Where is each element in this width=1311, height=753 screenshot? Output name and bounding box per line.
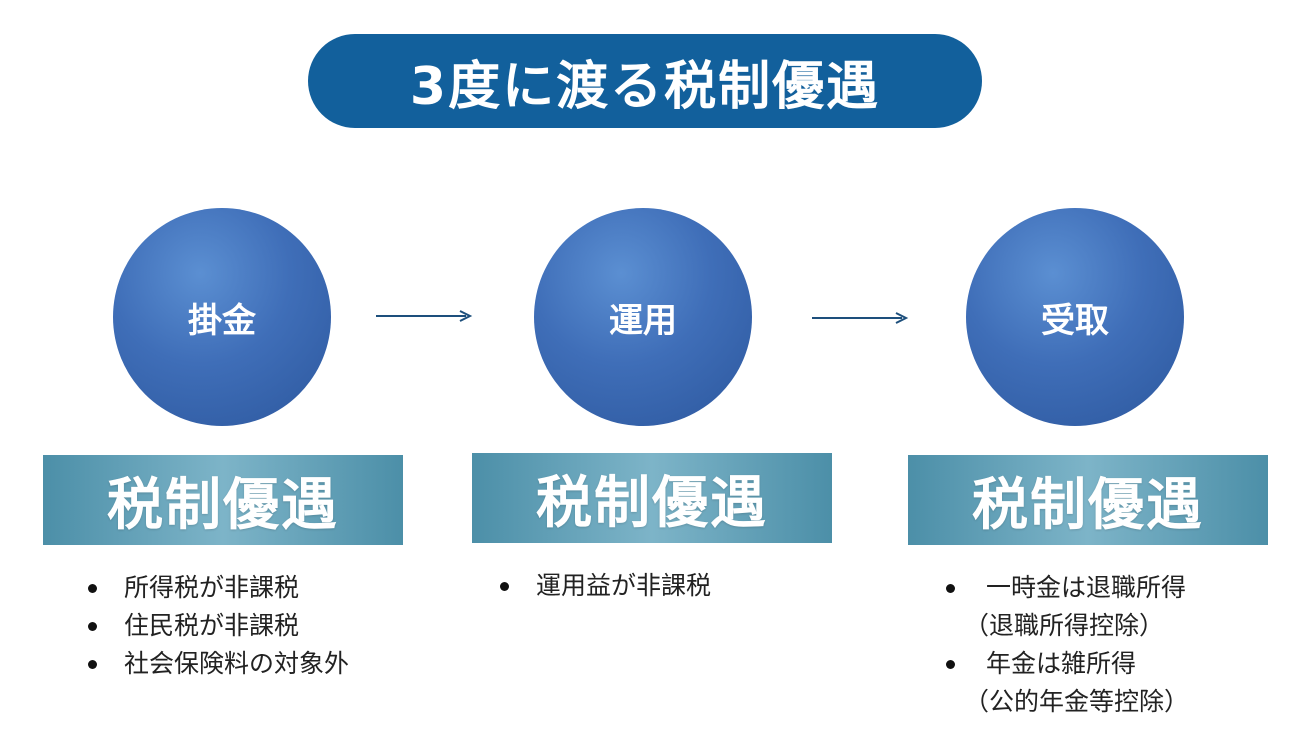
tax-benefit-box-investment: 税制優遇 [472,453,832,543]
stage-circle-receipt: 受取 [966,208,1184,426]
bullet-icon [500,582,509,591]
tax-benefit-label: 税制優遇 [107,472,339,538]
benefit-list-investment: 運用益が非課税 [500,567,711,605]
list-item: 所得税が非課税 [88,569,349,607]
list-item: 住民税が非課税 [88,607,349,645]
title-banner: 3度に渡る税制優遇 [308,34,982,128]
tax-benefit-label: 税制優遇 [972,472,1204,538]
tax-benefit-box-receipt: 税制優遇 [908,455,1268,545]
list-item: 年金は雑所得 （公的年金等控除） [946,645,1189,721]
stage-circle-label: 受取 [1041,300,1109,341]
list-item: 一時金は退職所得 （退職所得控除） [946,569,1189,645]
benefit-list-contribution: 所得税が非課税 住民税が非課税 社会保険料の対象外 [88,569,349,683]
benefit-list-receipt: 一時金は退職所得 （退職所得控除） 年金は雑所得 （公的年金等控除） [946,569,1189,721]
list-item: 運用益が非課税 [500,567,711,605]
bullet-icon [88,660,97,669]
bullet-icon [946,584,955,593]
arrow-right-icon [812,312,909,324]
bullet-icon [946,660,955,669]
stage-circle-label: 運用 [609,300,677,341]
tax-benefit-label: 税制優遇 [536,470,768,536]
stage-circle-contribution: 掛金 [113,208,331,426]
stage-circle-investment: 運用 [534,208,752,426]
tax-benefit-box-contribution: 税制優遇 [43,455,403,545]
bullet-icon [88,584,97,593]
page-title: 3度に渡る税制優遇 [409,56,881,117]
arrow-right-icon [376,310,473,322]
stage-circle-label: 掛金 [188,300,256,341]
list-item: 社会保険料の対象外 [88,645,349,683]
bullet-icon [88,622,97,631]
